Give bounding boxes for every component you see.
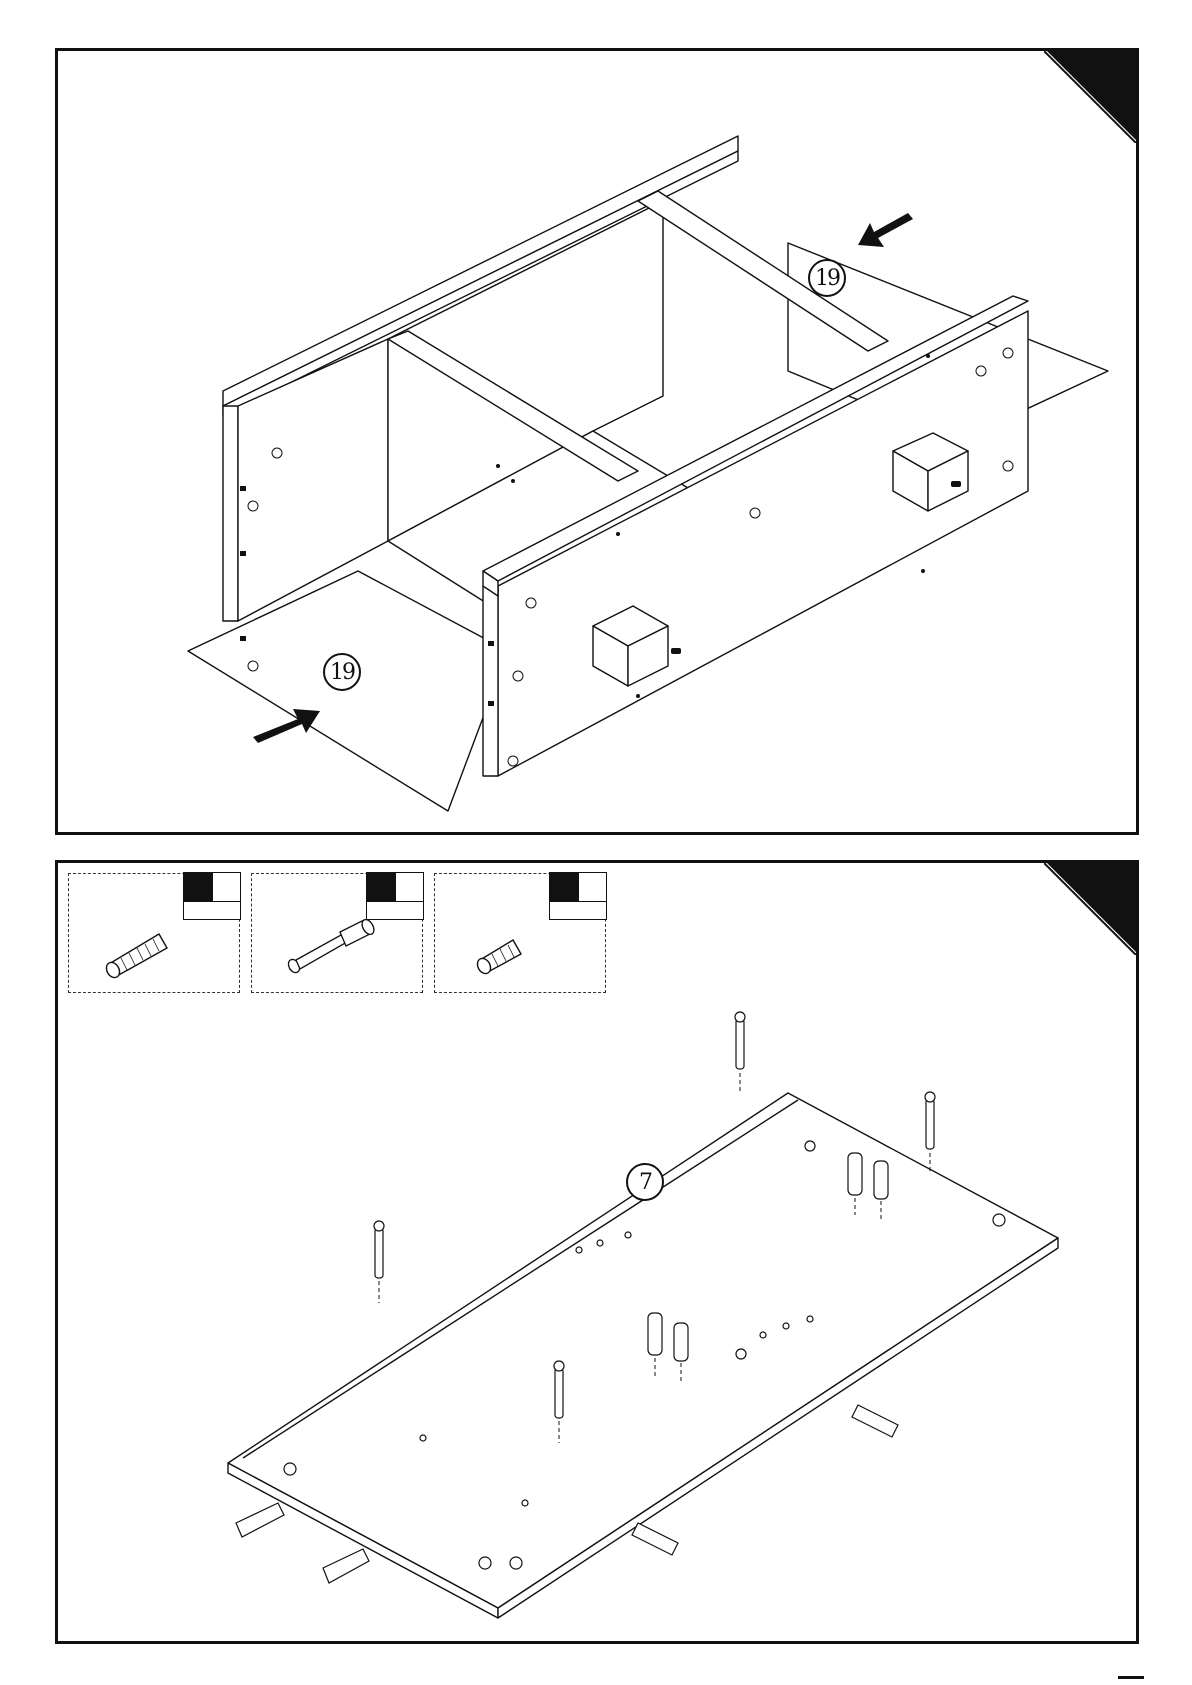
cabinet-frame-illustration <box>58 51 1138 834</box>
insert-arrow-front <box>253 709 320 743</box>
part-callout-19-back: 19 <box>808 259 846 297</box>
assembly-step-panel-top: 19 19 <box>55 48 1139 835</box>
page-footer-mark <box>1118 1676 1144 1679</box>
part-callout-19-front: 19 <box>323 653 361 691</box>
part-callout-7: 7 <box>626 1163 664 1201</box>
insert-arrow-back <box>858 213 913 247</box>
shelf-board-illustration <box>58 863 1138 1643</box>
assembly-step-panel-bottom: 7 <box>55 860 1139 1644</box>
